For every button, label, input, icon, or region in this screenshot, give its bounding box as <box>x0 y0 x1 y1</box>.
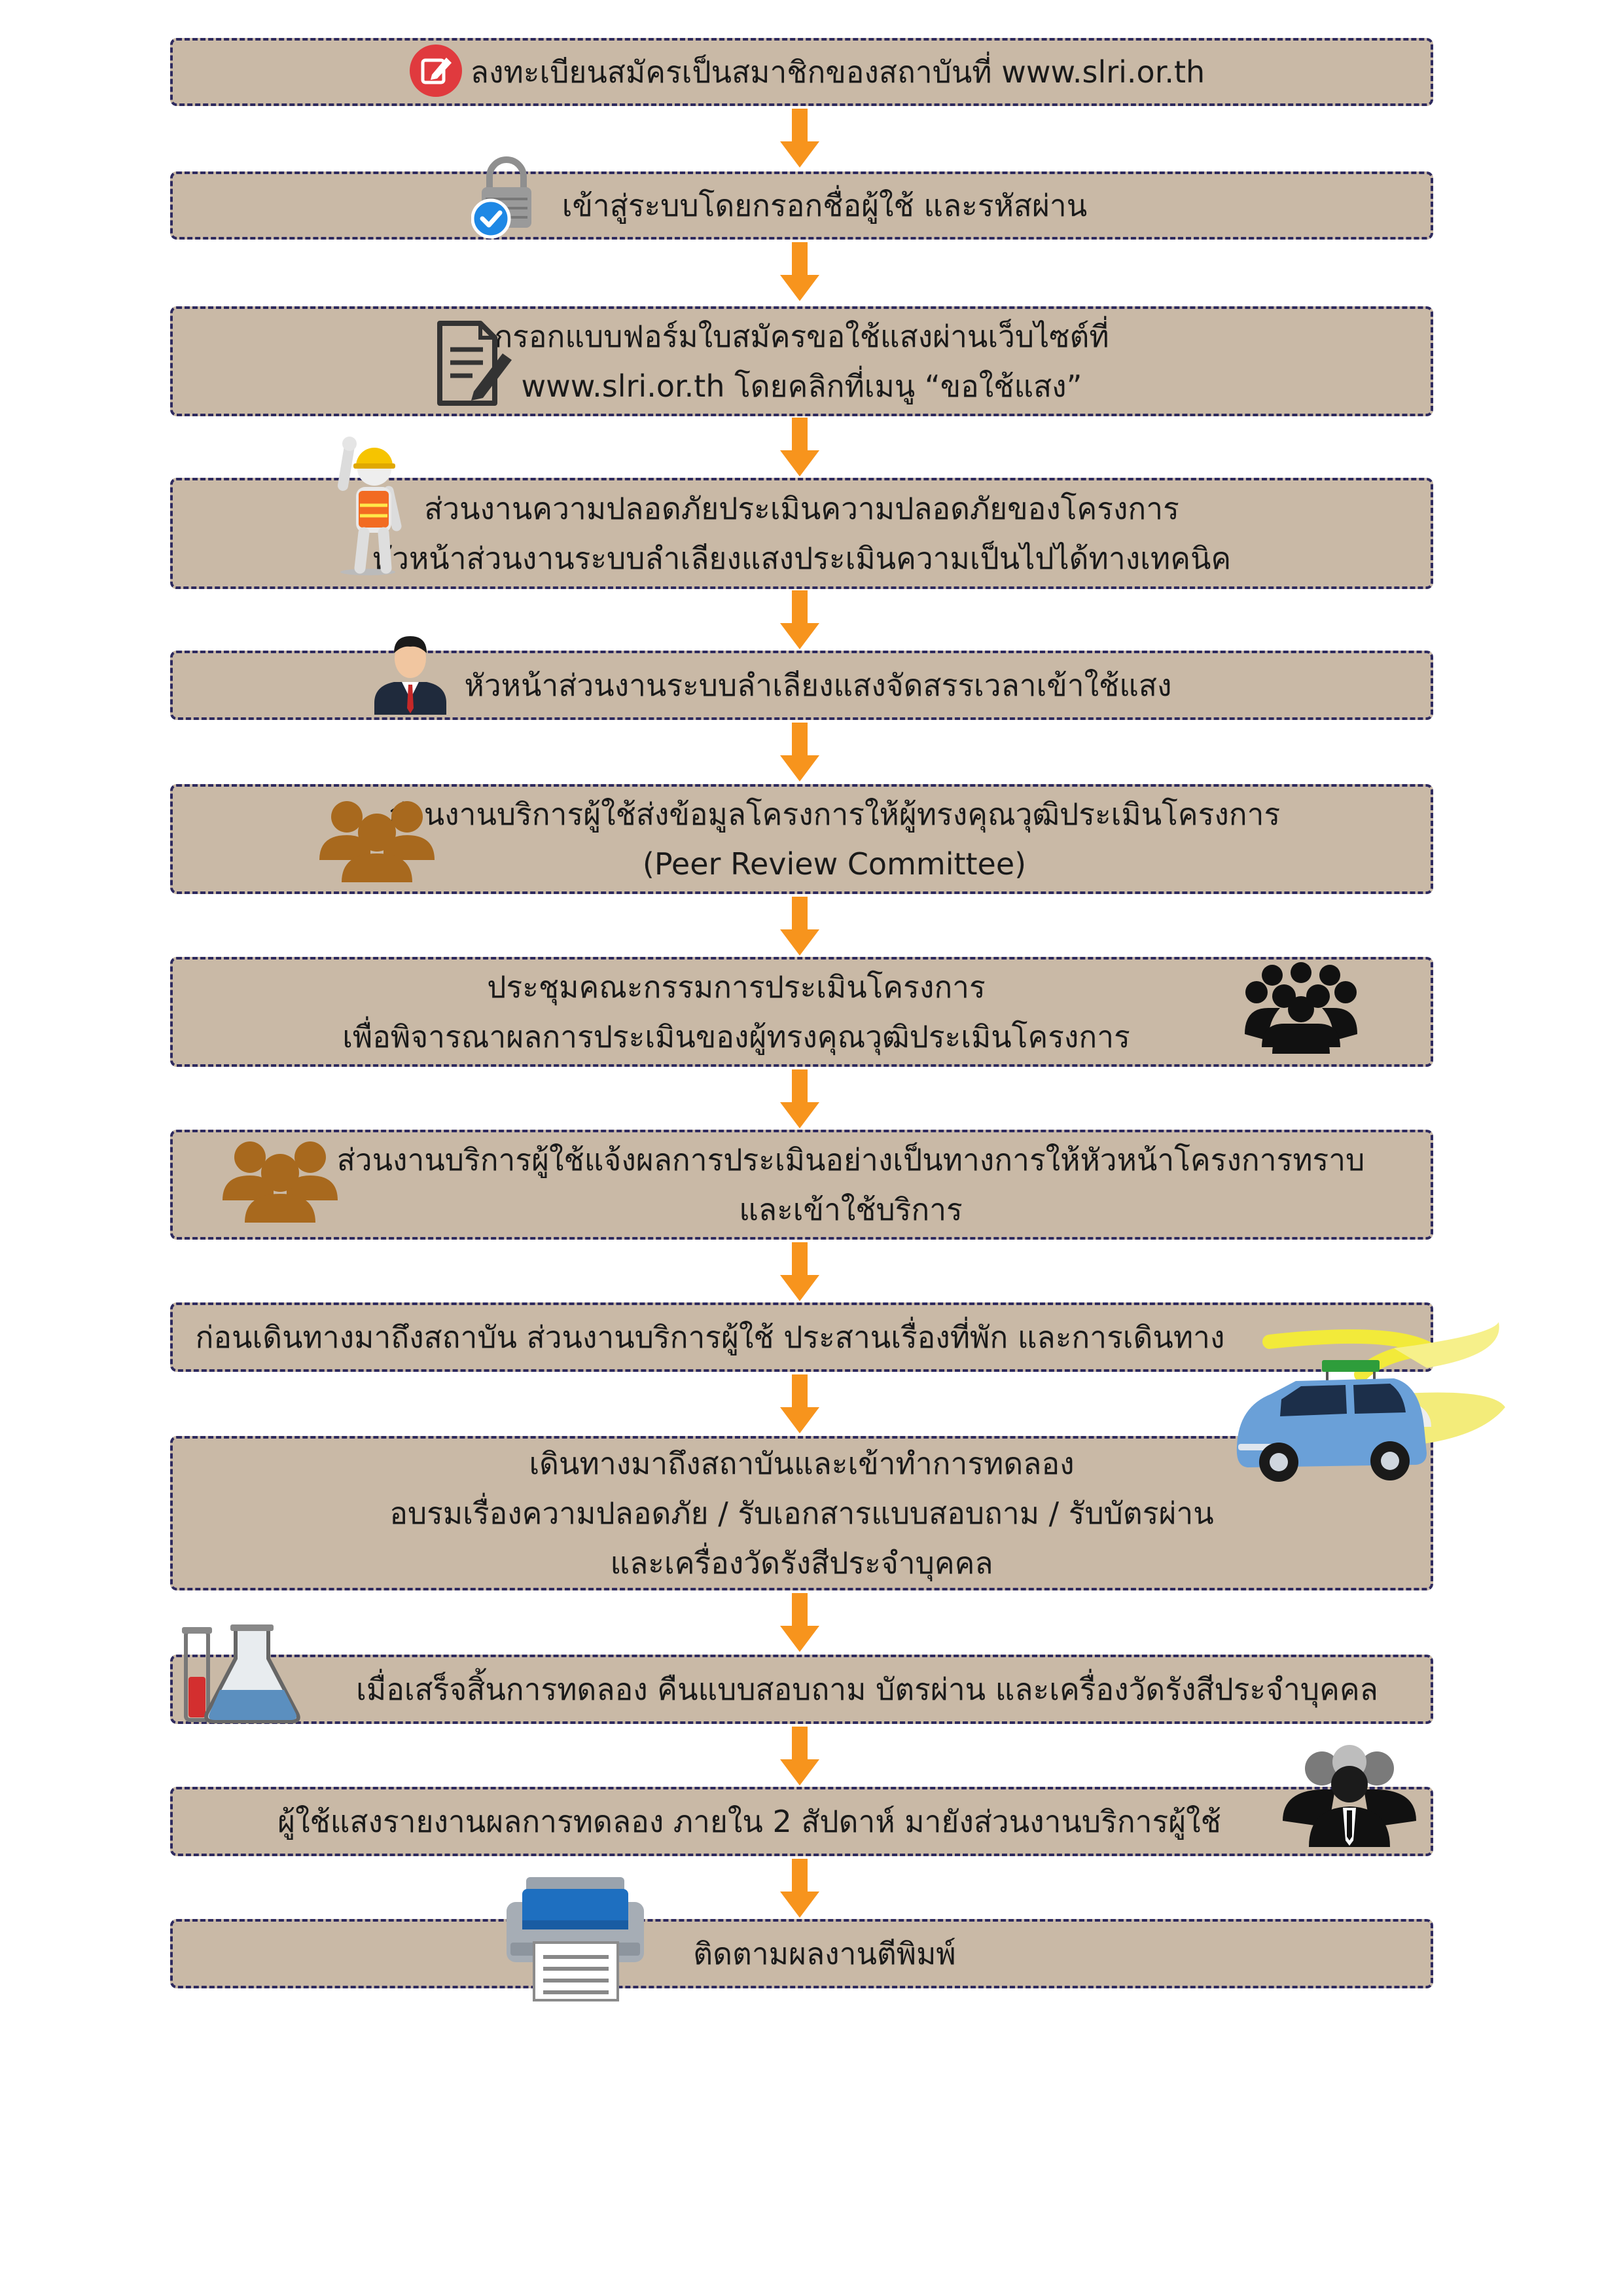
edit-icon <box>410 45 462 97</box>
step-box-13: ติดตามผลงานตีพิมพ์ <box>170 1919 1433 1988</box>
safety-worker-icon <box>338 437 402 575</box>
businessman-icon <box>374 636 446 715</box>
step-2-line-1: เข้าสู่ระบบโดยกรอกชื่อผู้ใช้ และรหัสผ่าน <box>562 188 1088 223</box>
down-arrow-icon <box>780 1374 819 1433</box>
step-box-8: ส่วนงานบริการผู้ใช้แจ้งผลการประเมินอย่าง… <box>170 1130 1433 1240</box>
step-8-line-2: และเข้าใช้บริการ <box>739 1192 963 1227</box>
step-box-10: เดินทางมาถึงสถาบันและเข้าทำการทดลอง อบรม… <box>170 1436 1433 1590</box>
lock-check-icon <box>471 156 531 239</box>
user-group-icon <box>319 801 435 882</box>
step-4-line-2: หัวหน้าส่วนงานระบบลำเลียงแสงประเมินความเ… <box>372 541 1232 576</box>
team-icon <box>1283 1745 1416 1847</box>
step-box-7: ประชุมคณะกรรมการประเมินโครงการ เพื่อพิจา… <box>170 957 1433 1067</box>
down-arrow-icon <box>780 242 819 301</box>
step-1-line-1: ลงทะเบียนสมัครเป็นสมาชิกของสถาบันที่ www… <box>470 54 1205 90</box>
step-3-line-2: www.slri.or.th โดยคลิกที่เมนู “ขอใช้แสง” <box>521 368 1082 404</box>
step-6-line-1: ส่วนงานบริการผู้ใช้ส่งข้อมูลโครงการให้ผู… <box>388 797 1281 832</box>
down-arrow-icon <box>780 590 819 649</box>
step-4-line-1: ส่วนงานความปลอดภัยประเมินความปลอดภัยของโ… <box>424 491 1179 526</box>
user-group-icon <box>223 1141 338 1223</box>
step-9-line-1: ก่อนเดินทางมาถึงสถาบัน ส่วนงานบริการผู้ใ… <box>195 1319 1225 1355</box>
down-arrow-icon <box>780 1593 819 1652</box>
down-arrow-icon <box>780 723 819 781</box>
down-arrow-icon <box>780 418 819 476</box>
step-box-5: หัวหน้าส่วนงานระบบลำเลียงแสงจัดสรรเวลาเข… <box>170 651 1433 720</box>
step-box-1: ลงทะเบียนสมัครเป็นสมาชิกของสถาบันที่ www… <box>170 38 1433 106</box>
step-8-line-1: ส่วนงานบริการผู้ใช้แจ้งผลการประเมินอย่าง… <box>336 1142 1365 1177</box>
step-box-12: ผู้ใช้แสงรายงานผลการทดลอง ภายใน 2 สัปดาห… <box>170 1787 1433 1856</box>
lab-flask-icon <box>182 1624 300 1723</box>
step-10-line-3: และเครื่องวัดรังสีประจำบุคคล <box>610 1545 993 1581</box>
committee-crowd-icon <box>1245 962 1357 1054</box>
step-box-3: กรอกแบบฟอร์มใบสมัครขอใช้แสงผ่านเว็บไซต์ท… <box>170 306 1433 416</box>
step-3-line-1: กรอกแบบฟอร์มใบสมัครขอใช้แสงผ่านเว็บไซต์ท… <box>494 319 1109 354</box>
form-document-icon <box>437 321 512 406</box>
down-arrow-icon <box>780 1859 819 1918</box>
step-6-line-2: (Peer Review Committee) <box>642 846 1027 882</box>
step-5-line-1: หัวหน้าส่วนงานระบบลำเลียงแสงจัดสรรเวลาเข… <box>464 668 1172 703</box>
down-arrow-icon <box>780 109 819 168</box>
step-7-line-2: เพื่อพิจารณาผลการประเมินของผู้ทรงคุณวุฒิ… <box>342 1019 1130 1054</box>
step-box-11: เมื่อเสร็จสิ้นการทดลอง คืนแบบสอบถาม บัตร… <box>170 1655 1433 1724</box>
printer-icon <box>507 1877 644 2001</box>
step-box-2: เข้าสู่ระบบโดยกรอกชื่อผู้ใช้ และรหัสผ่าน <box>170 171 1433 240</box>
down-arrow-icon <box>780 1727 819 1785</box>
step-13-line-1: ติดตามผลงานตีพิมพ์ <box>693 1936 956 1971</box>
down-arrow-icon <box>780 897 819 956</box>
step-10-line-2: อบรมเรื่องความปลอดภัย / รับเอกสารแบบสอบถ… <box>389 1496 1214 1531</box>
step-12-line-1: ผู้ใช้แสงรายงานผลการทดลอง ภายใน 2 สัปดาห… <box>277 1804 1221 1839</box>
step-7-line-1: ประชุมคณะกรรมการประเมินโครงการ <box>487 969 986 1005</box>
step-10-line-1: เดินทางมาถึงสถาบันและเข้าทำการทดลอง <box>529 1446 1075 1481</box>
step-box-9: ก่อนเดินทางมาถึงสถาบัน ส่วนงานบริการผู้ใ… <box>170 1302 1433 1372</box>
down-arrow-icon <box>780 1242 819 1301</box>
car-icon <box>1236 1322 1505 1482</box>
down-arrow-icon <box>780 1069 819 1128</box>
step-11-line-1: เมื่อเสร็จสิ้นการทดลอง คืนแบบสอบถาม บัตร… <box>356 1672 1378 1707</box>
